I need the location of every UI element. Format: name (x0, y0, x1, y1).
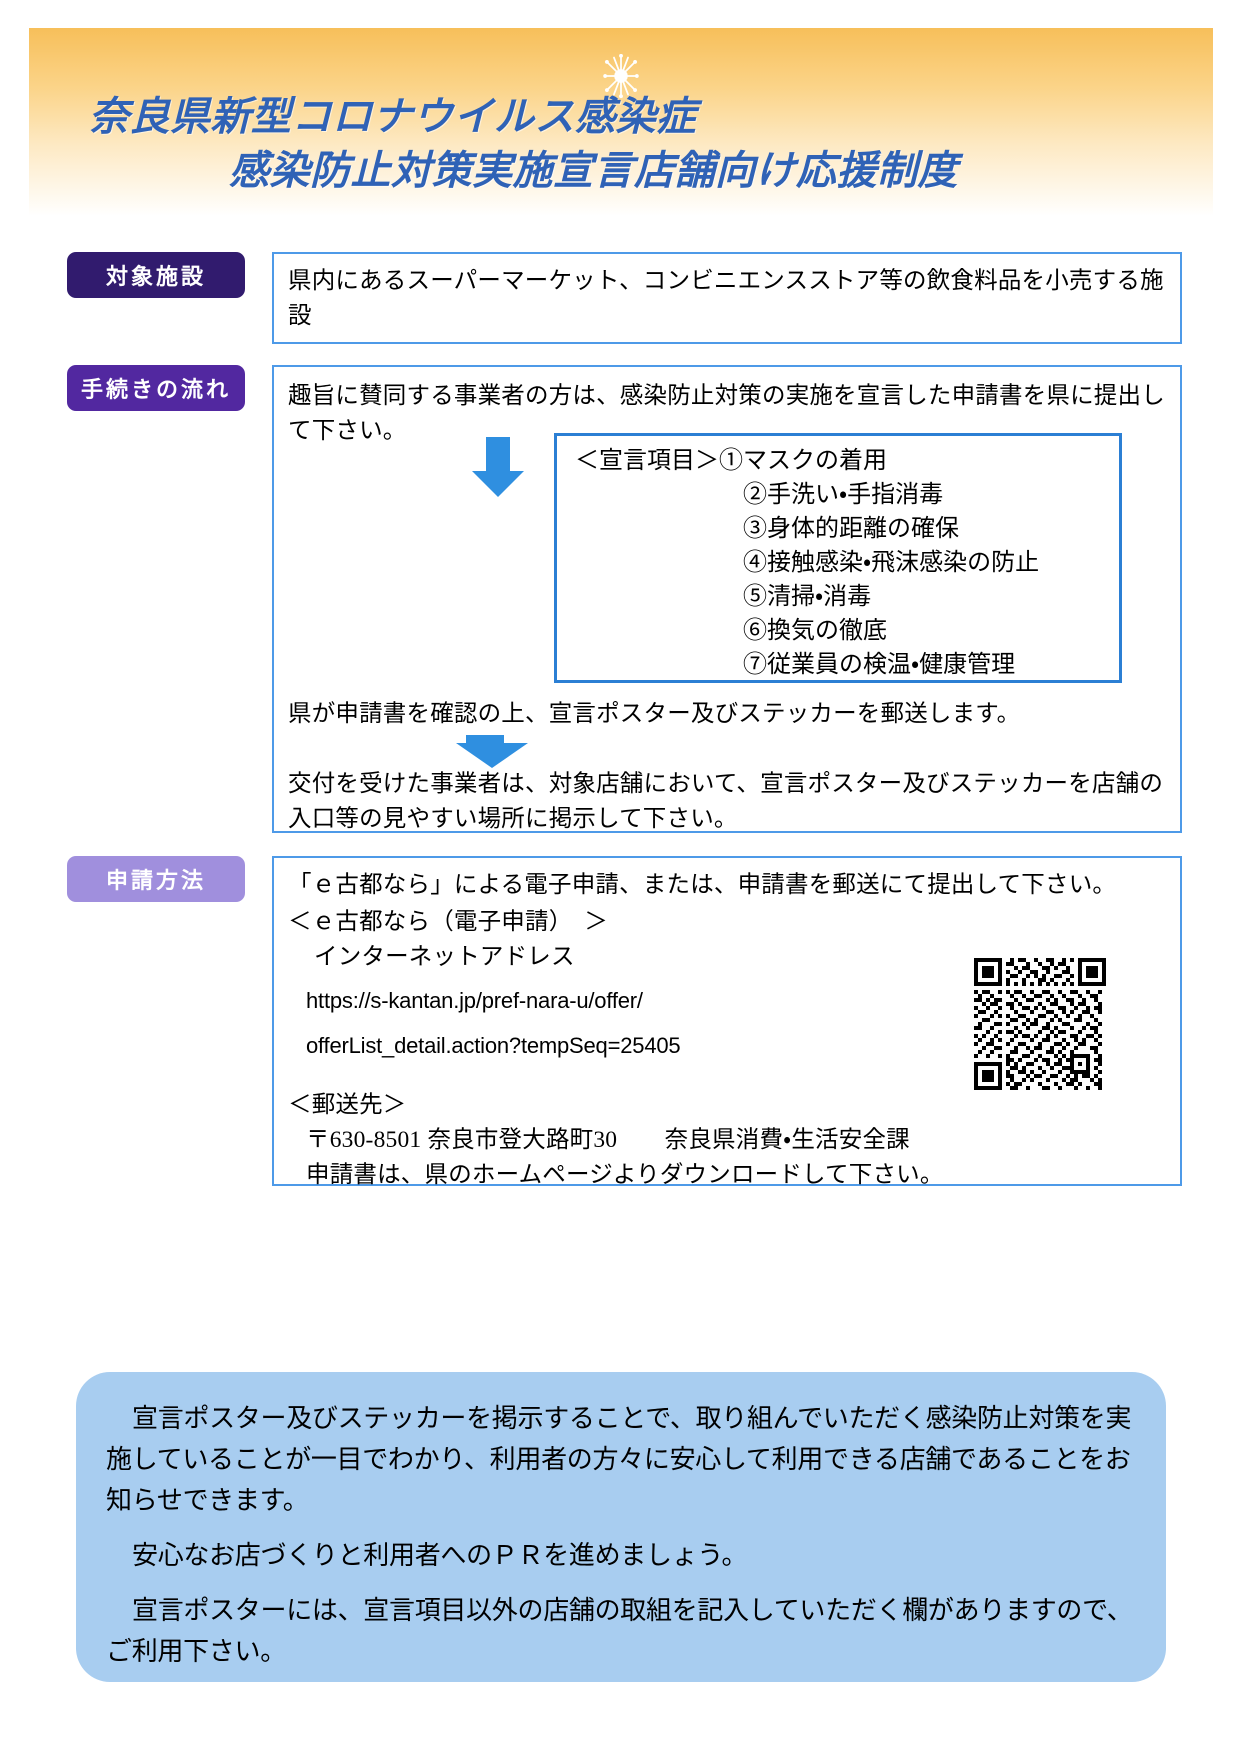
arrow-down-icon-small (456, 735, 528, 768)
declaration-item-4: ④接触感染・飛沫感染の防止 (575, 546, 1119, 580)
virus-sun-icon (603, 54, 639, 98)
title-line-1: 奈良県新型コロナウイルス感染症 (89, 94, 697, 139)
declaration-item-3: ③身体的距離の確保 (575, 512, 1119, 546)
declaration-item-7-label: ⑦従業員の検温・健康管理 (743, 652, 1016, 679)
title-line-2: 感染防止対策実施宣言店舗向け応援制度 (229, 148, 958, 193)
section-application-method: 申請方法 「ｅ古都なら」による電子申請、または、申請書を郵送にて提出して下さい。… (67, 856, 1182, 1188)
target-facility-body: 県内にあるスーパーマーケット、コンビニエンスストア等の飲食料品を小売する施設 (288, 268, 1164, 329)
declaration-item-3-label: ③身体的距離の確保 (743, 516, 959, 543)
note-paragraph-3: 宣言ポスターには、宣言項目以外の店舗の取組を記入していただく欄がありますので、ご… (106, 1595, 1133, 1667)
qr-code[interactable] (974, 958, 1106, 1090)
apply-mail-heading: ＜郵送先＞ (288, 1092, 407, 1119)
flow-step-1: 趣旨に賛同する事業者の方は、感染防止対策の実施を宣言した申請書を県に提出して下さ… (288, 383, 1165, 444)
note-paragraph-1: 宣言ポスター及びステッカーを掲示することで、取り組んでいただく感染防止対策を実施… (106, 1403, 1132, 1516)
apply-url-line-1[interactable]: https://s-kantan.jp/pref-nara-u/offer/ (306, 988, 643, 1014)
flow-step-3: 交付を受けた事業者は、対象店舗において、宣言ポスター及びステッカーを店舗の入口等… (288, 771, 1164, 832)
poster-title: 奈良県新型コロナウイルス感染症 感染防止対策実施宣言店舗向け応援制度 (29, 90, 1213, 198)
qr-code-image (974, 958, 1106, 1090)
tag-application-method: 申請方法 (67, 856, 245, 902)
note-paragraph-2: 安心なお店づくりと利用者へのＰＲを進めましょう。 (132, 1540, 748, 1571)
section-procedure-flow: 手続きの流れ 趣旨に賛同する事業者の方は、感染防止対策の実施を宣言した申請書を県… (67, 365, 1182, 833)
declaration-item-7: ⑦従業員の検温・健康管理 (575, 648, 1119, 682)
declaration-item-5-label: ⑤清掃・消毒 (743, 584, 872, 611)
declaration-item-1: ＜宣言項目＞①マスクの着用 (575, 444, 1119, 478)
tag-target-facility: 対象施設 (67, 252, 245, 298)
declaration-item-4-label: ④接触感染・飛沫感染の防止 (743, 550, 1040, 577)
tag-procedure-flow: 手続きの流れ (67, 365, 245, 411)
declaration-item-1-label: ①マスクの着用 (719, 448, 887, 474)
apply-url-line-2[interactable]: offerList_detail.action?tempSeq=25405 (306, 1033, 681, 1059)
declaration-items-box: ＜宣言項目＞①マスクの着用 ②手洗い・手指消毒 ③身体的距離の確保 ④接触感染・… (554, 433, 1122, 683)
apply-mail-address: 〒630-8501 奈良市登大路町30 奈良県消費・生活安全課 (306, 1127, 910, 1154)
declaration-item-2-label: ②手洗い・手指消毒 (743, 482, 944, 509)
poster-header: 奈良県新型コロナウイルス感染症 感染防止対策実施宣言店舗向け応援制度 (29, 28, 1213, 216)
declaration-item-6: ⑥換気の徹底 (575, 614, 1119, 648)
apply-mail-note: 申請書は、県のホームページよりダウンロードして下さい。 (306, 1161, 944, 1188)
panel-procedure-flow: 趣旨に賛同する事業者の方は、感染防止対策の実施を宣言した申請書を県に提出して下さ… (272, 365, 1182, 833)
panel-target-facility: 県内にあるスーパーマーケット、コンビニエンスストア等の飲食料品を小売する施設 (272, 252, 1182, 344)
apply-intro: 「ｅ古都なら」による電子申請、または、申請書を郵送にて提出して下さい。 (288, 872, 1117, 898)
bottom-note-box: 宣言ポスター及びステッカーを掲示することで、取り組んでいただく感染防止対策を実施… (76, 1372, 1166, 1682)
declaration-item-6-label: ⑥換気の徹底 (743, 618, 887, 645)
declaration-item-2: ②手洗い・手指消毒 (575, 478, 1119, 512)
apply-internet-address-label: インターネットアドレス (314, 943, 575, 970)
panel-application-method: 「ｅ古都なら」による電子申請、または、申請書を郵送にて提出して下さい。 ＜ｅ古都… (272, 856, 1182, 1188)
declaration-heading: ＜宣言項目＞ (575, 448, 719, 474)
section-target-facility: 対象施設 県内にあるスーパーマーケット、コンビニエンスストア等の飲食料品を小売す… (67, 252, 1182, 344)
declaration-item-5: ⑤清掃・消毒 (575, 580, 1119, 614)
arrow-down-icon-large (472, 437, 524, 497)
apply-e-service-heading: ＜ｅ古都なら（電子申請） ＞ (288, 908, 609, 935)
flow-step-2: 県が申請書を確認の上、宣言ポスター及びステッカーを郵送します。 (288, 701, 1021, 727)
